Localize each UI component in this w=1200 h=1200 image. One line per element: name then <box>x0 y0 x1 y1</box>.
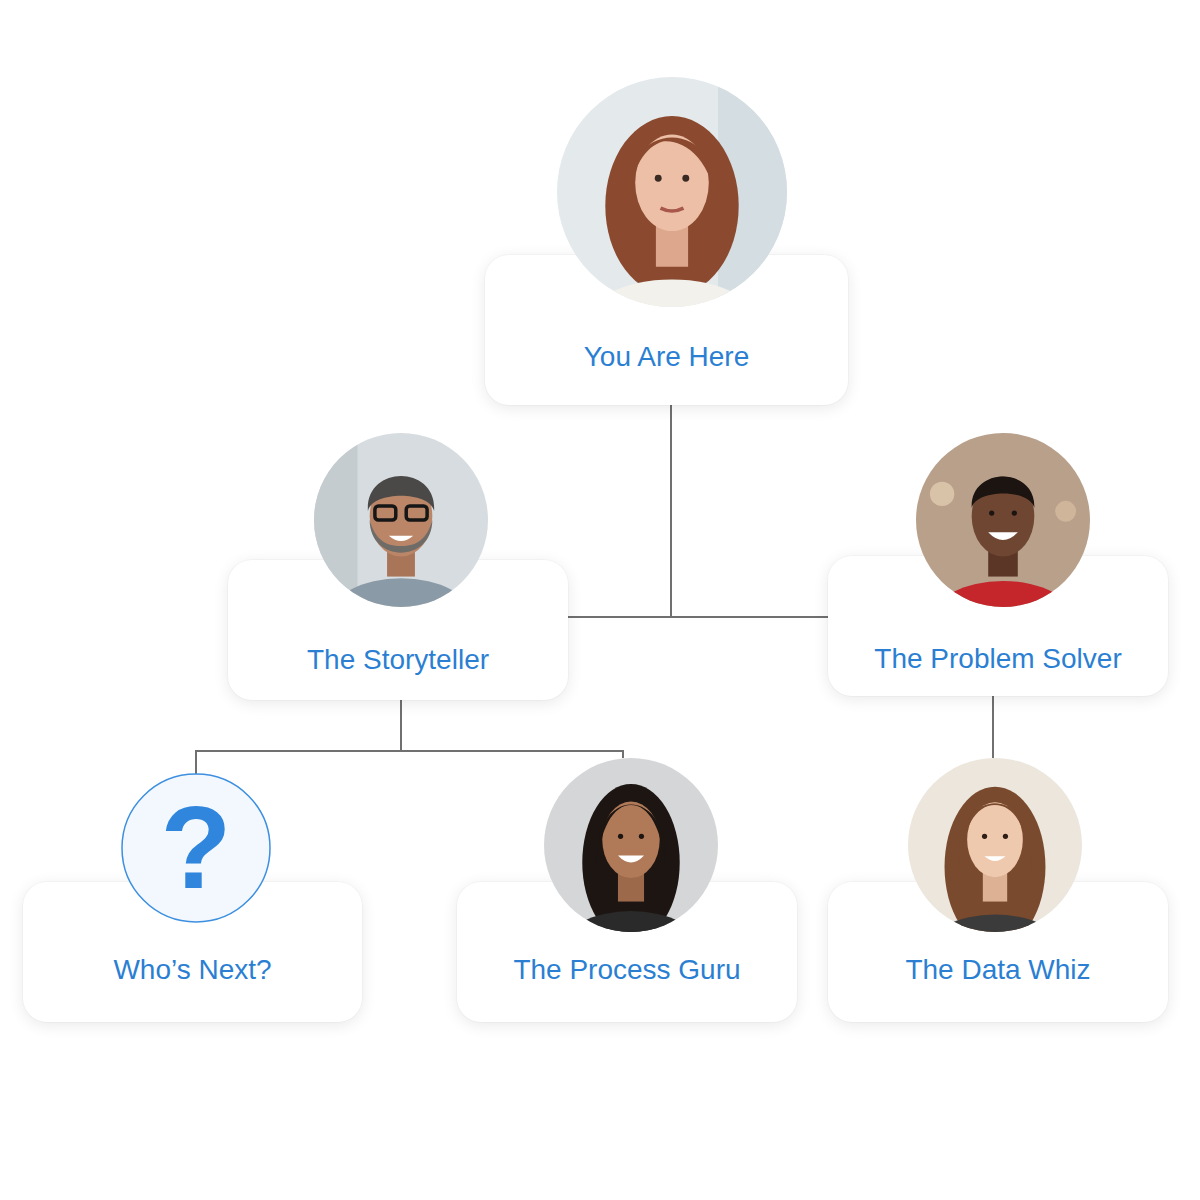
person-card: The Problem Solver <box>828 433 1168 696</box>
card-box: You Are Here <box>485 255 848 405</box>
person-card: The Storyteller <box>228 433 568 700</box>
role-title: Who’s Next? <box>113 954 271 986</box>
person-card: The Data Whiz <box>828 758 1168 1022</box>
role-title: The Data Whiz <box>905 954 1090 986</box>
role-title: The Storyteller <box>307 644 489 676</box>
role-title: The Problem Solver <box>874 643 1121 675</box>
connector-line <box>568 405 671 617</box>
card-box: The Process Guru <box>457 882 797 1022</box>
connector-line <box>992 696 994 758</box>
person-card: You Are Here <box>485 77 848 405</box>
question-mark: ? <box>122 774 270 922</box>
role-title: You Are Here <box>584 341 750 373</box>
role-title: The Process Guru <box>513 954 740 986</box>
person-card: The Process Guru <box>457 758 797 1022</box>
card-box: The Data Whiz <box>828 882 1168 1022</box>
card-box: The Problem Solver <box>828 556 1168 696</box>
connector-line <box>401 700 623 758</box>
connector-line <box>671 405 828 617</box>
connector-line <box>196 700 401 774</box>
card-box: The Storyteller <box>228 560 568 700</box>
